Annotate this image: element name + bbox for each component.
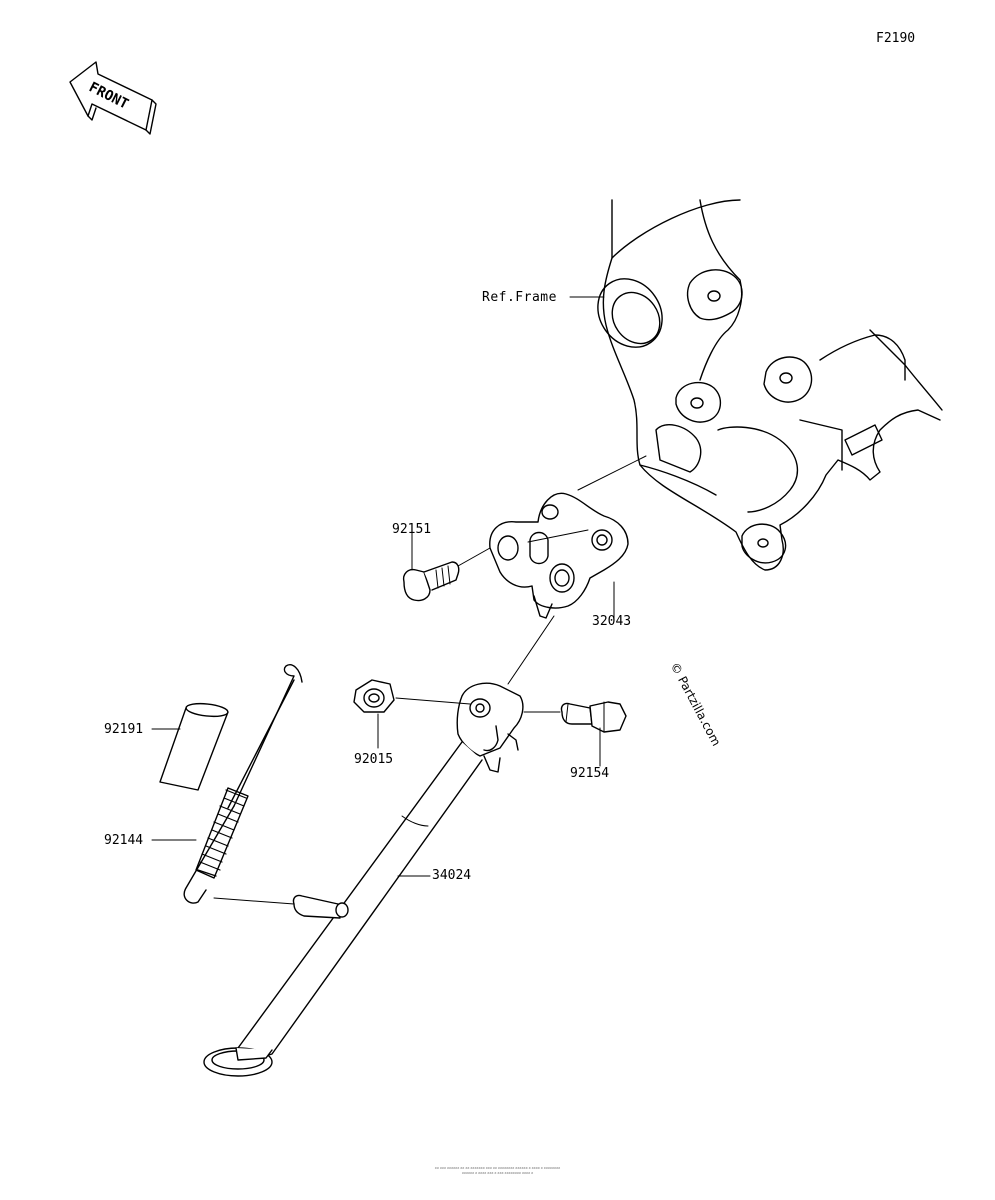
bracket-32043 [490, 493, 628, 618]
footnote-line-2: XXXXXX X XXXX XXX X XXX XXXXXXXX XXXX X [461, 1171, 534, 1175]
bolt-92151 [404, 528, 459, 601]
spring-92144 [152, 665, 302, 903]
bolt-92154 [561, 702, 626, 766]
leader-lines [396, 456, 646, 712]
part-label-92015[interactable]: 92015 [354, 752, 394, 767]
ref-frame-label: Ref.Frame [482, 290, 557, 305]
frame-reference [570, 200, 942, 570]
part-label-32043[interactable]: 32043 [592, 614, 632, 629]
part-label-92144[interactable]: 92144 [104, 833, 144, 848]
part-label-34024[interactable]: 34024 [432, 868, 472, 883]
footnote-line-1: XX XXX XXXXXX XX XX XXXXXXX XXX XX XXXXX… [434, 1166, 561, 1170]
part-label-92151[interactable]: 92151 [392, 522, 432, 537]
side-stand-34024 [204, 683, 523, 1076]
part-label-92191[interactable]: 92191 [104, 722, 144, 737]
diagram-code: F2190 [876, 31, 916, 46]
nut-92015 [354, 680, 394, 748]
part-label-92154[interactable]: 92154 [570, 766, 610, 781]
sleeve-92191 [152, 702, 229, 790]
footnote: XX XXX XXXXXX XX XX XXXXXXX XXX XX XXXXX… [380, 1166, 615, 1176]
front-arrow-icon: FRONT [70, 62, 156, 134]
